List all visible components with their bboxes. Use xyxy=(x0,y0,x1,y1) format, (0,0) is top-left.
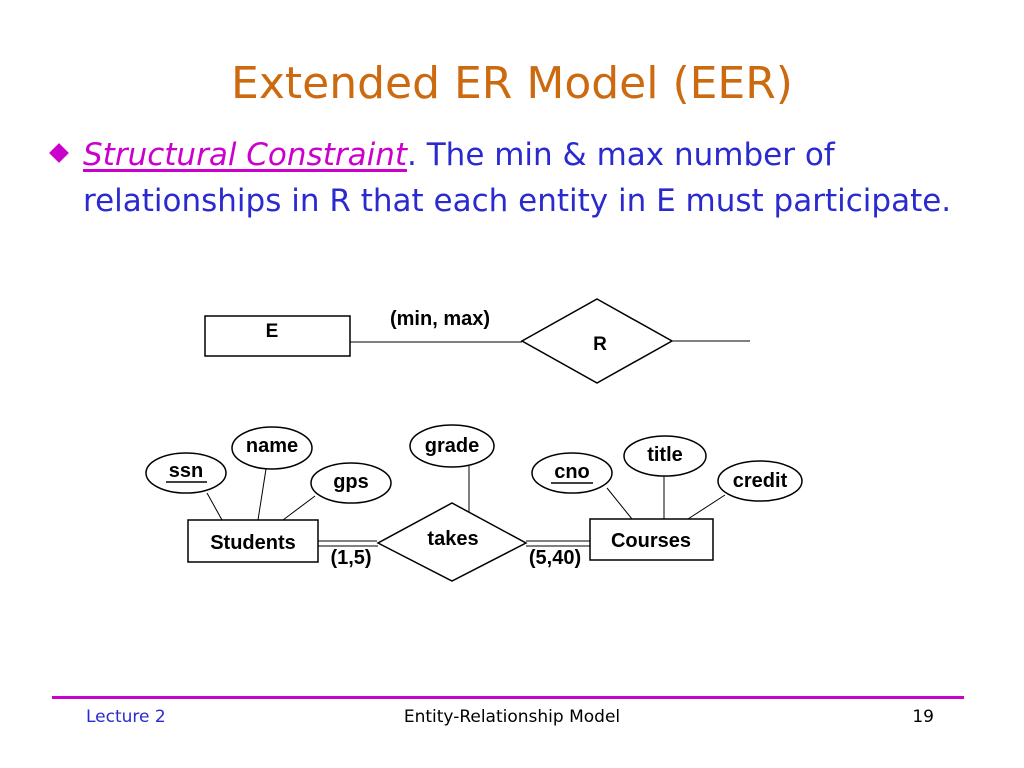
gps-connector xyxy=(282,495,316,521)
students-entity-label: Students xyxy=(210,532,296,554)
entity-e-label: E xyxy=(266,321,279,342)
cno-attribute-label: cno xyxy=(554,461,590,483)
name-attribute-ellipse xyxy=(231,426,313,470)
name-attribute-label: name xyxy=(246,435,298,457)
name-connector xyxy=(257,468,267,521)
entity-e-box xyxy=(204,315,351,357)
relationship-r-diamond xyxy=(520,298,674,384)
ssn-connector xyxy=(206,492,223,521)
courses-entity-box xyxy=(589,518,714,561)
min-max-label: (min, max) xyxy=(390,308,490,330)
title-attribute-ellipse xyxy=(623,435,707,477)
bullet-text: Structural Constraint. The min & max num… xyxy=(83,132,963,224)
footer-page-number: 19 xyxy=(912,707,934,727)
bullet-period: . xyxy=(407,137,417,173)
students-entity-box xyxy=(187,519,319,563)
bullet-body: The min & max number of relationships in… xyxy=(83,137,952,219)
courses-cardinality-label: (5,40) xyxy=(529,547,581,569)
title-attribute-label: title xyxy=(647,444,683,466)
ssn-attribute-label: ssn xyxy=(169,460,203,482)
students-cardinality-label: (1,5) xyxy=(330,547,371,569)
footer-divider xyxy=(52,696,964,699)
bullet-emphasis: Structural Constraint xyxy=(83,137,408,173)
cno-connector xyxy=(606,487,633,520)
gps-attribute-label: gps xyxy=(333,471,369,493)
takes-relationship-label: takes xyxy=(427,528,478,550)
courses-entity-label: Courses xyxy=(611,530,691,552)
generic-diagram: E R (min, max) xyxy=(204,298,750,384)
grade-attribute-ellipse xyxy=(409,424,495,468)
relationship-r-label: R xyxy=(593,334,607,355)
ssn-attribute-ellipse xyxy=(145,452,227,494)
slide-title: Extended ER Model (EER) xyxy=(231,58,793,109)
credit-attribute-ellipse xyxy=(717,460,803,502)
footer-lecture: Lecture 2 xyxy=(86,707,166,727)
grade-attribute-label: grade xyxy=(425,435,479,457)
credit-attribute-label: credit xyxy=(733,470,788,492)
takes-relationship-diamond xyxy=(376,502,528,582)
example-diagram: ssn name gps grade cno title credit Stud… xyxy=(145,424,803,582)
credit-connector xyxy=(687,494,726,520)
gps-attribute-ellipse xyxy=(310,462,392,504)
footer-topic: Entity-Relationship Model xyxy=(403,707,621,727)
